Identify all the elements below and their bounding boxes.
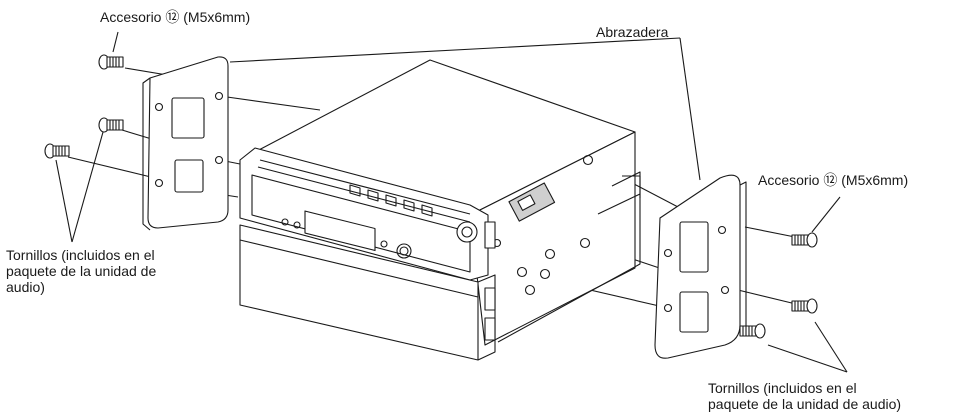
label-tornillos-left: Tornillos (incluidos en el paquete de la…	[6, 247, 156, 295]
screw-right-bottom	[739, 323, 766, 339]
label-tornillos-right: Tornillos (incluidos en el paquete de la…	[708, 380, 901, 412]
screw-low-left	[44, 143, 70, 159]
left-screws	[44, 54, 124, 159]
label-abrazadera: Abrazadera	[596, 24, 669, 40]
screw-middle-left	[98, 117, 124, 133]
head-unit	[239, 59, 641, 361]
leader-lines	[55, 31, 848, 373]
screw-top-left	[98, 54, 124, 70]
label-line: audio)	[6, 279, 45, 295]
label-line: paquete de la unidad de	[6, 263, 157, 279]
label-line: Tornillos (incluidos en el	[708, 380, 857, 396]
label-accesorio-right: Accesorio ⑫ (M5x6mm)	[758, 172, 909, 188]
screw-right-lower	[791, 298, 818, 314]
label-line: paquete de la unidad de audio)	[708, 396, 902, 412]
right-screws	[739, 232, 818, 339]
label-line: Tornillos (incluidos en el	[6, 247, 155, 263]
screw-right-upper	[791, 232, 818, 248]
left-bracket	[142, 56, 229, 231]
label-accesorio-top: Accesorio ⑫ (M5x6mm)	[100, 9, 251, 25]
